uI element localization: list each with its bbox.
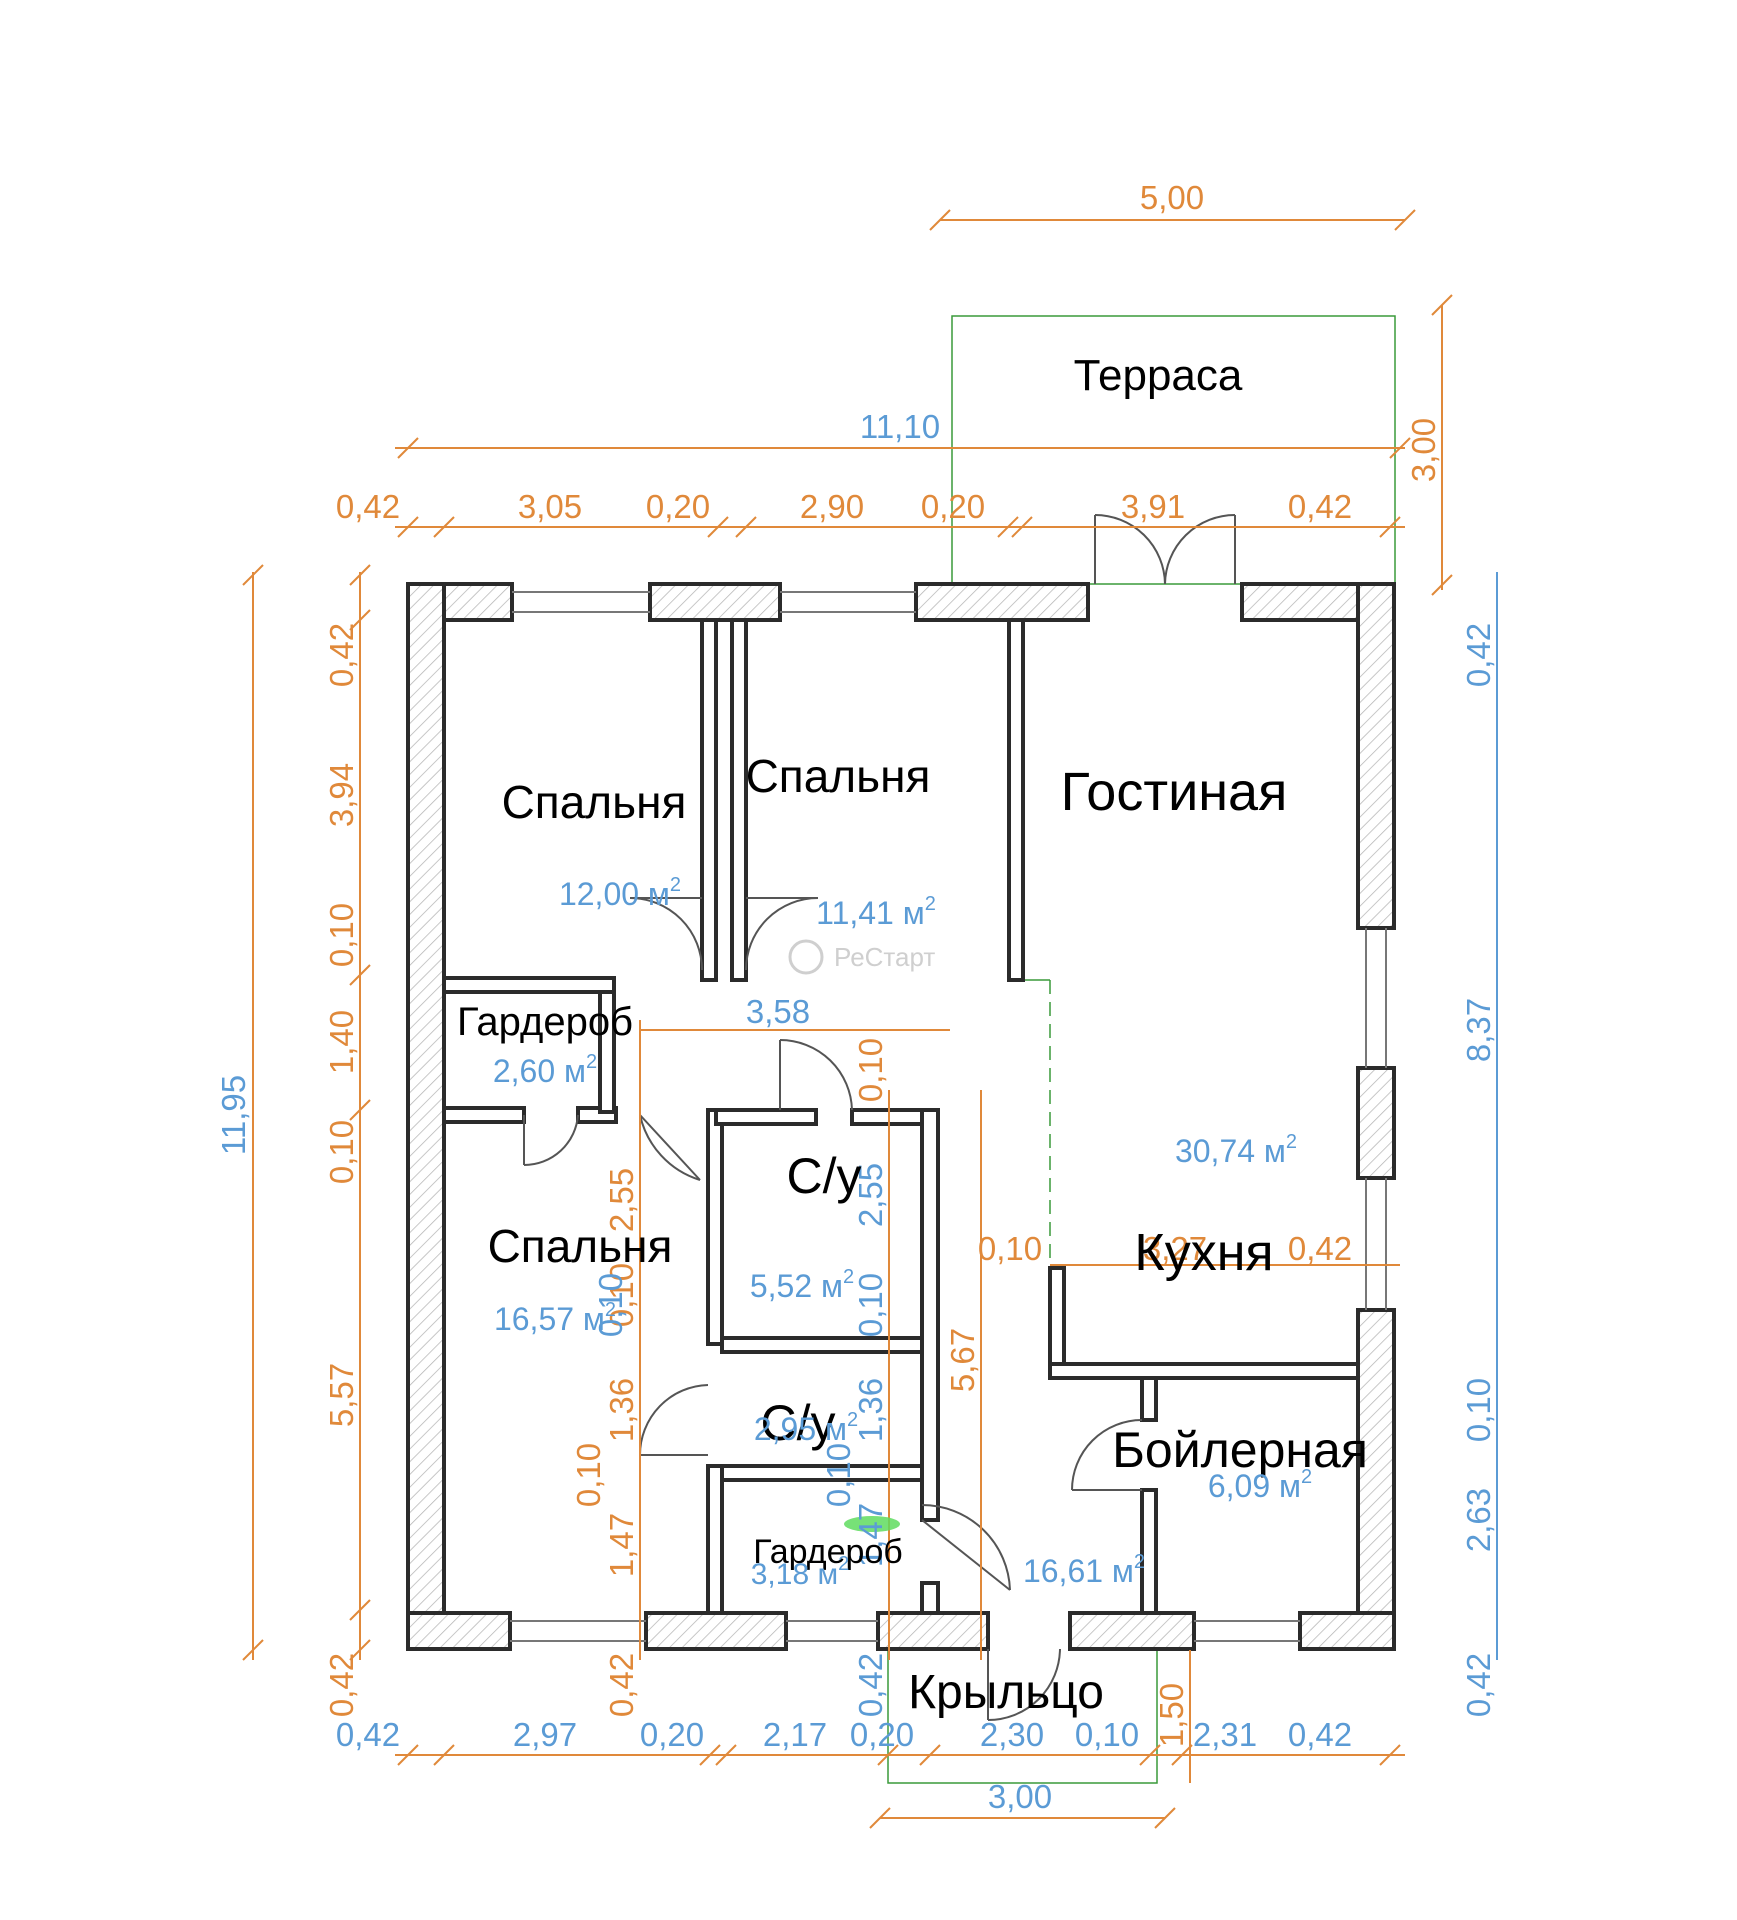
dim-bath-v-3: 1,36	[852, 1378, 889, 1442]
room-bath-1: С/у	[787, 1148, 862, 1204]
room-terrace: Терраса	[1074, 351, 1243, 400]
dim-bottom-8: 0,42	[1288, 1716, 1352, 1753]
dim-right-4: 0,42	[1460, 1653, 1497, 1717]
room-bath-2: С/у	[761, 1395, 836, 1451]
dim-left-2: 0,10	[323, 903, 360, 967]
dim-bottom-2: 0,20	[640, 1716, 704, 1753]
dim-kitchen-2: 0,42	[1288, 1230, 1352, 1267]
dim-inner-2: 1,36	[603, 1378, 640, 1442]
dim-top-1: 3,05	[518, 488, 582, 525]
dim-left-5: 5,57	[323, 1363, 360, 1427]
room-bedroom-2: Спальня	[746, 750, 931, 802]
dim-top-2: 0,20	[646, 488, 710, 525]
windows	[510, 591, 1387, 1642]
dim-inner-3: 0,10	[570, 1443, 607, 1507]
area-bedroom-3: 16,57 м2	[494, 1299, 616, 1337]
dim-porch-width: 3,00	[988, 1778, 1052, 1815]
dim-bottom-6: 0,10	[1075, 1716, 1139, 1753]
dim-left-4: 0,10	[323, 1120, 360, 1184]
dim-bath-v-4: 0,10	[820, 1443, 857, 1507]
dim-bottom-1: 2,97	[513, 1716, 577, 1753]
dim-top-0: 0,42	[336, 488, 400, 525]
area-boiler: 6,09 м2	[1208, 1466, 1312, 1504]
dim-top-4: 0,20	[921, 488, 985, 525]
dim-bath-v-0: 0,10	[852, 1038, 889, 1102]
highlight-mark	[844, 1516, 900, 1532]
dim-bath-v-5: 1,47	[852, 1503, 889, 1567]
dim-left-0: 0,42	[323, 623, 360, 687]
terrace-outline	[951, 315, 1396, 585]
dim-top-6: 0,42	[1288, 488, 1352, 525]
dimension-lines	[252, 219, 1443, 1819]
house-logo-icon	[788, 939, 824, 975]
dim-top-5: 3,91	[1121, 488, 1185, 525]
dim-terrace-width: 5,00	[1140, 179, 1204, 216]
dim-bottom-7: 2,31	[1193, 1716, 1257, 1753]
room-wardrobe-2: Гардероб	[753, 1533, 903, 1571]
dim-kitchen-1: 3,27	[1143, 1230, 1207, 1267]
watermark: РеСтарт	[788, 939, 935, 975]
dim-wardrobe-v: 0,10	[592, 1273, 629, 1337]
dim-terrace-depth: 3,00	[1405, 418, 1442, 482]
area-hall: 16,61 м2	[1023, 1551, 1145, 1589]
dim-top-3: 2,90	[800, 488, 864, 525]
dim-left-1: 3,94	[323, 763, 360, 827]
dim-bath-v-1: 2,55	[852, 1163, 889, 1227]
door-swings	[523, 514, 1236, 1721]
room-bedroom-1: Спальня	[502, 776, 687, 828]
dim-inner-1: 0,10	[603, 1263, 640, 1327]
watermark-text: РеСтарт	[834, 942, 935, 972]
room-wardrobe-1: Гардероб	[457, 1000, 633, 1044]
dim-left-3: 1,40	[323, 1010, 360, 1074]
dim-right-0: 0,42	[1460, 623, 1497, 687]
area-bath-2: 2,95 м2	[754, 1409, 858, 1447]
room-boiler: Бойлерная	[1112, 1422, 1368, 1478]
area-bedroom-1: 12,00 м2	[559, 874, 681, 912]
dim-corridor: 3,58	[746, 993, 810, 1030]
room-kitchen: Кухня	[1134, 1224, 1273, 1282]
dim-right-3: 2,63	[1460, 1488, 1497, 1552]
dim-inner-4: 1,47	[603, 1513, 640, 1577]
dim-inner-5: 0,42	[603, 1653, 640, 1717]
dim-porch-depth: 1,50	[1153, 1683, 1190, 1747]
dim-right-2: 0,10	[1460, 1378, 1497, 1442]
dim-bottom-5: 2,30	[980, 1716, 1044, 1753]
dim-overall-height: 11,95	[215, 1075, 252, 1155]
room-bedroom-3: Спальня	[488, 1220, 673, 1272]
area-wardrobe-1: 2,60 м2	[493, 1051, 597, 1089]
area-bath-1: 5,52 м2	[750, 1266, 854, 1304]
area-living: 30,74 м2	[1175, 1131, 1297, 1169]
room-living: Гостиная	[1061, 762, 1288, 822]
dim-bottom-0: 0,42	[336, 1716, 400, 1753]
dim-bath-v-6: 0,42	[852, 1653, 889, 1717]
dim-overall-width: 11,10	[860, 408, 940, 445]
porch-outline	[887, 1650, 1158, 1784]
dim-bottom-3: 2,17	[763, 1716, 827, 1753]
area-bedroom-2: 11,41 м2	[816, 893, 936, 931]
room-porch: Крыльцо	[908, 1666, 1104, 1719]
area-wardrobe-2: 3,18 м2	[751, 1553, 849, 1591]
dim-kitchen-0: 0,10	[978, 1230, 1042, 1267]
dim-right-1: 8,37	[1460, 998, 1497, 1062]
dim-left-6: 0,42	[323, 1653, 360, 1717]
dim-hall-height: 5,67	[944, 1328, 981, 1392]
dimension-ticks	[242, 209, 1453, 1829]
dim-bath-v-2: 0,10	[852, 1273, 889, 1337]
dim-bottom-4: 0,20	[850, 1716, 914, 1753]
dim-inner-0: 2,55	[603, 1168, 640, 1232]
